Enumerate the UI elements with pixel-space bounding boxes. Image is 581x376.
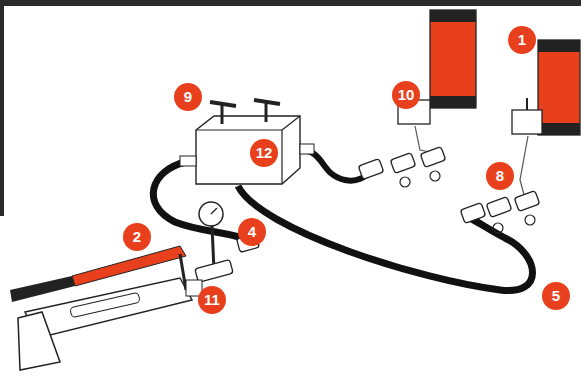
callout-number: 12 (250, 139, 278, 167)
gauge-adapter (195, 260, 233, 283)
pressure-gauge (199, 202, 223, 226)
cylinder (430, 10, 476, 108)
valve-handle (210, 102, 236, 106)
valve-handle (221, 104, 224, 124)
pump-foot (18, 312, 60, 370)
dust-cap (430, 171, 440, 181)
manifold (196, 116, 300, 184)
coupler (514, 191, 539, 212)
pump-handle-grip (10, 276, 75, 302)
callout-number: 8 (486, 162, 514, 190)
callout-number: 2 (123, 223, 151, 251)
callout-number: 4 (238, 218, 266, 246)
valve (512, 110, 542, 134)
pump-linkage (180, 254, 186, 290)
valve-handle (265, 102, 268, 122)
coupler (358, 159, 383, 180)
callout-number: 10 (392, 81, 420, 109)
manifold-edge (281, 130, 282, 184)
cylinder-base (430, 96, 476, 108)
cylinder-cap (538, 40, 580, 52)
hose (238, 186, 533, 291)
callout-number: 11 (198, 286, 226, 314)
dust-cap (493, 223, 503, 233)
top-bar (0, 0, 581, 6)
coupler (420, 147, 445, 168)
fitting (180, 156, 196, 166)
pump-handle (72, 246, 186, 286)
valve-stem (526, 98, 528, 110)
coupler (390, 153, 415, 174)
cylinder-base (538, 123, 580, 135)
callout-number: 9 (174, 83, 202, 111)
gauge-needle (211, 208, 217, 214)
fitting (300, 144, 314, 154)
coupler (486, 197, 511, 218)
side-bar (0, 6, 4, 216)
callout-number: 5 (542, 282, 570, 310)
callout-number: 1 (508, 26, 536, 54)
manifold-edge (196, 129, 282, 130)
coupler (460, 203, 485, 224)
manifold-edge (282, 116, 300, 130)
dust-cap (400, 177, 410, 187)
pipe (520, 136, 528, 198)
valve-handle (254, 100, 280, 104)
pipe (415, 126, 430, 152)
cylinder (538, 40, 580, 135)
pump-grip-slot (70, 292, 140, 317)
dust-cap (525, 215, 535, 225)
cylinder-cap (430, 10, 476, 22)
